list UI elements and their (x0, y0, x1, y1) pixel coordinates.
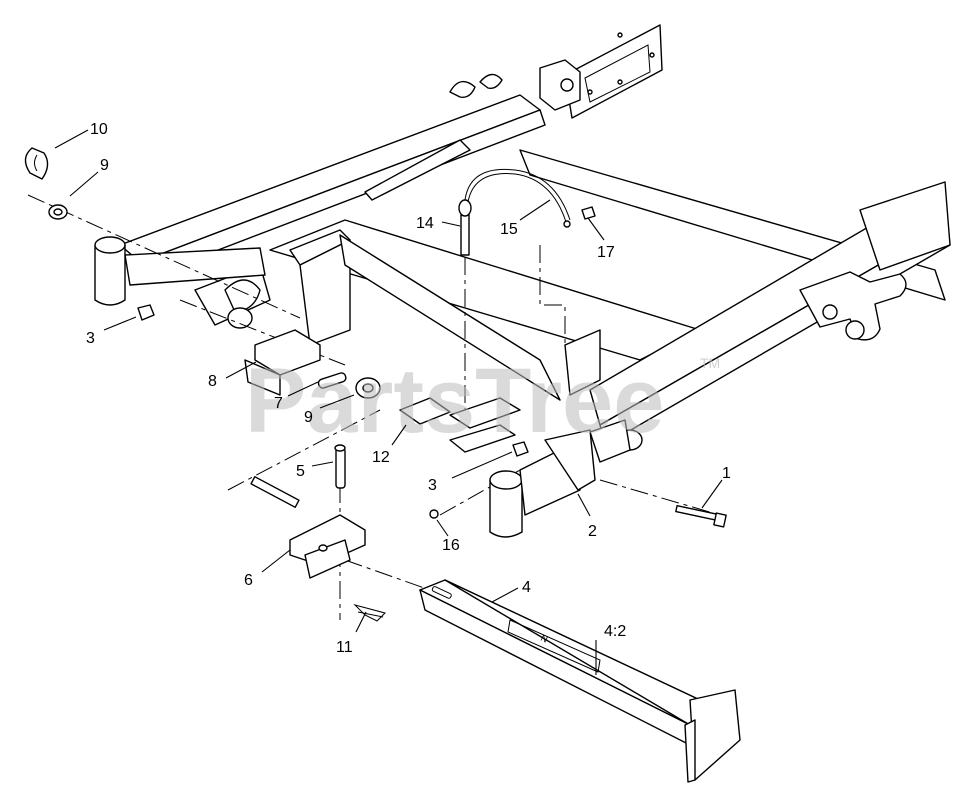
pin-5 (334, 444, 346, 489)
callout-8: 8 (208, 373, 217, 390)
leader-lines (54, 129, 723, 675)
shim-plate-12 (399, 397, 521, 453)
pin-7 (317, 372, 347, 389)
callout-11: 11 (336, 639, 353, 656)
callout-15: 15 (500, 221, 518, 238)
washer-9-lower (355, 377, 381, 399)
bolt-1 (675, 504, 727, 528)
nut-17 (581, 206, 596, 220)
hairpin-clip-10 (24, 147, 49, 180)
washer-9-upper (48, 204, 68, 220)
lanyard-cable-15 (464, 168, 571, 228)
bracket-8 (244, 329, 321, 396)
callout-7: 7 (274, 395, 283, 412)
drawbar-4: N (419, 579, 741, 783)
watermark-trademark: TM (700, 355, 720, 371)
watermark: PartsTree TM (245, 350, 720, 452)
callout-14: 14 (416, 215, 434, 232)
callout-10: 10 (90, 121, 108, 138)
nut-3-middle (512, 441, 529, 457)
callout-5: 5 (296, 463, 305, 480)
hitch-mount-2 (489, 429, 596, 538)
callout-9-upper: 9 (100, 157, 109, 174)
decal-text: N (539, 633, 549, 645)
callout-3-left: 3 (86, 330, 95, 347)
hitch-bracket-6 (250, 476, 366, 579)
callout-labels: 10 9 3 8 7 9 14 15 17 12 5 3 1 16 2 6 4 … (86, 121, 731, 656)
nut-3-left (137, 304, 155, 321)
callout-1: 1 (722, 465, 731, 482)
callout-6: 6 (244, 572, 253, 589)
callout-12: 12 (372, 449, 390, 466)
callout-3-middle: 3 (428, 477, 437, 494)
lynch-pin-14 (458, 199, 472, 256)
callout-17: 17 (597, 244, 615, 261)
main-frame (94, 24, 951, 463)
callout-4: 4 (522, 579, 531, 596)
hairpin-cotter-11 (353, 604, 386, 622)
callout-9-lower: 9 (304, 409, 313, 426)
watermark-text: PartsTree (245, 350, 664, 452)
bolt-16 (429, 509, 439, 519)
callout-4-2: 4:2 (604, 623, 626, 640)
callout-2: 2 (588, 523, 597, 540)
callout-16: 16 (442, 537, 460, 554)
